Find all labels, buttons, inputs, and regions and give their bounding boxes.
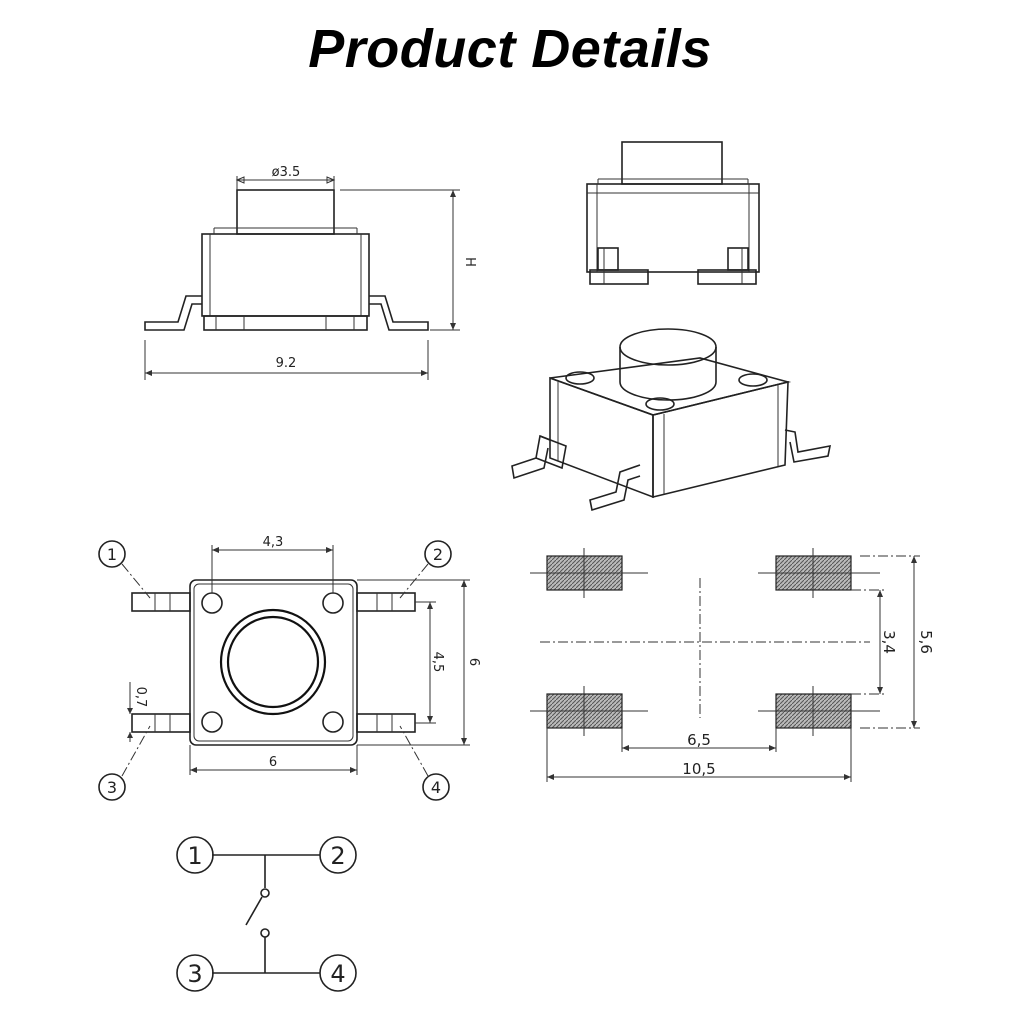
width-label: 9.2	[276, 356, 297, 371]
isometric-view	[511, 328, 832, 512]
dia-label: ø3.5	[272, 165, 301, 180]
front-view	[586, 141, 760, 285]
pin-1-label: 1	[107, 545, 117, 564]
pin-2-label: 2	[433, 545, 443, 564]
switch-schematic: 1 2 3 4	[176, 836, 357, 992]
fp-inner-height-label: 3,4	[880, 630, 898, 654]
page-title: Product Details	[308, 19, 712, 79]
schematic-pin-3: 3	[187, 960, 202, 988]
fp-outer-width-label: 10,5	[682, 760, 715, 778]
schematic-pin-1: 1	[187, 842, 202, 870]
inner-height-label: 4,5	[430, 652, 445, 673]
pin-width-label: 0,7	[133, 687, 148, 708]
pin-4-label: 4	[431, 778, 441, 797]
fp-inner-width-label: 6,5	[687, 731, 711, 749]
schematic-pin-2: 2	[330, 842, 345, 870]
top-view: 4,3 4,5 6 6 0,7 1 2 3 4	[98, 535, 481, 801]
footprint-view: 6,5 10,5 3,4 5,6	[530, 548, 935, 782]
outer-height-label: 6	[466, 658, 481, 666]
pin-spacing-label: 4,3	[263, 535, 284, 550]
width-label: 6	[269, 755, 277, 770]
side-view: ø3.5 H 9.2	[144, 165, 477, 380]
schematic-pin-4: 4	[330, 960, 345, 988]
fp-outer-height-label: 5,6	[917, 630, 935, 654]
pin-3-label: 3	[107, 778, 117, 797]
height-label: H	[462, 257, 477, 267]
